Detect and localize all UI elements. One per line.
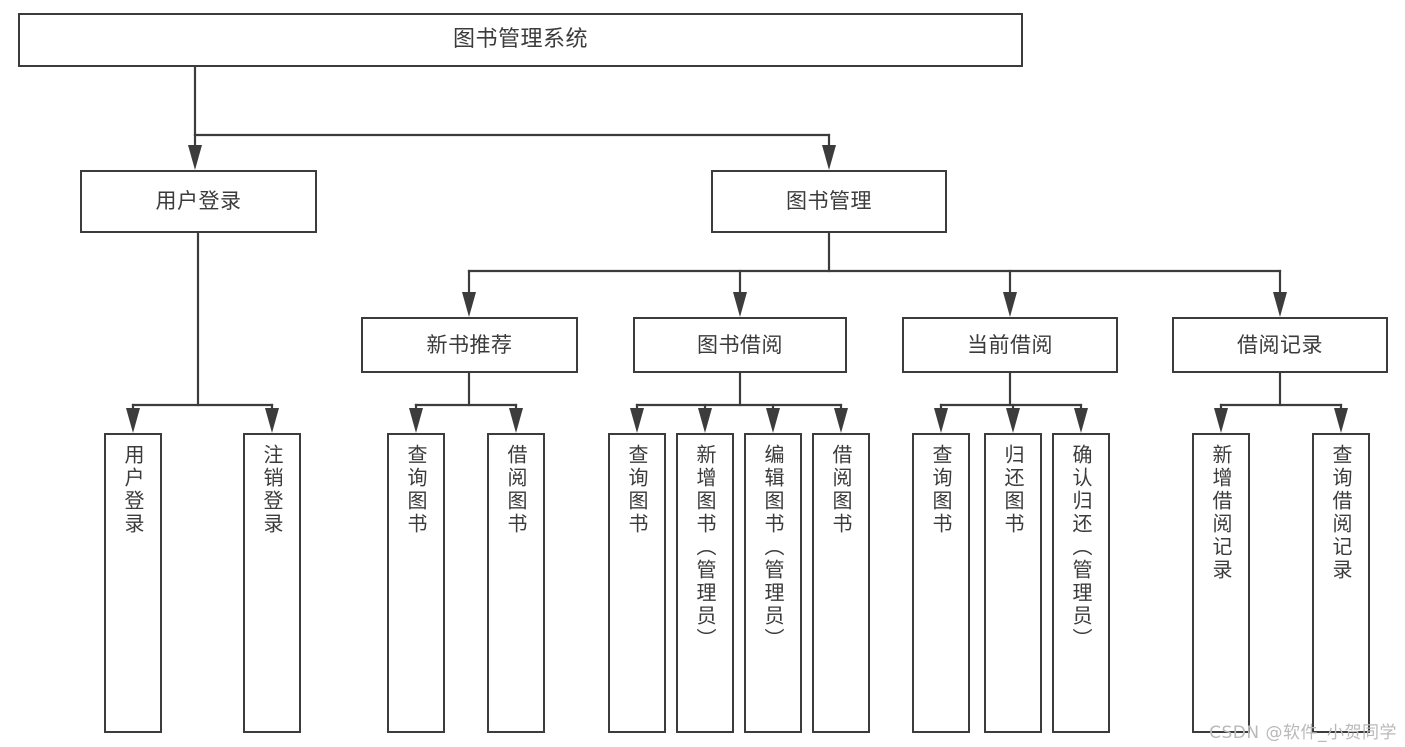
node-label-new-book-rec: 新书推荐 bbox=[426, 332, 513, 357]
connector-arrowhead-currentborrow-to-leaves-1 bbox=[1006, 408, 1020, 433]
node-new-book-rec[interactable]: 新书推荐 bbox=[361, 317, 578, 373]
node-label-leaf-edit-book: 编辑图书（管理员） bbox=[761, 444, 785, 651]
node-label-user-login: 用户登录 bbox=[155, 189, 242, 214]
node-label-leaf-user-login: 用户登录 bbox=[121, 444, 145, 536]
node-leaf-add-record[interactable]: 新增借阅记录 bbox=[1192, 433, 1250, 733]
node-label-leaf-add-record: 新增借阅记录 bbox=[1209, 444, 1233, 582]
node-label-leaf-query-book-1: 查询图书 bbox=[404, 444, 428, 536]
connector-arrowhead-bookborrow-to-leaves-1 bbox=[698, 408, 712, 433]
node-label-leaf-user-logout: 注销登录 bbox=[260, 444, 284, 536]
node-leaf-user-logout[interactable]: 注销登录 bbox=[243, 433, 301, 733]
connector-arrowhead-bookborrow-to-leaves-3 bbox=[834, 408, 848, 433]
connector-arrowhead-bookmanage-to-level2-2 bbox=[1003, 292, 1017, 317]
node-leaf-confirm-ret[interactable]: 确认归还（管理员） bbox=[1052, 433, 1110, 733]
node-leaf-user-login[interactable]: 用户登录 bbox=[104, 433, 162, 733]
node-leaf-add-book[interactable]: 新增图书（管理员） bbox=[676, 433, 734, 733]
node-label-leaf-borrow-book-2: 借阅图书 bbox=[829, 444, 853, 536]
node-leaf-borrow-book-1[interactable]: 借阅图书 bbox=[487, 433, 545, 733]
connector-arrowhead-bookmanage-to-level2-0 bbox=[462, 292, 476, 317]
node-root[interactable]: 图书管理系统 bbox=[18, 13, 1023, 67]
node-leaf-query-book-2[interactable]: 查询图书 bbox=[608, 433, 666, 733]
connector-arrowhead-newbook-to-leaves-0 bbox=[409, 408, 423, 433]
watermark: CSDN @软件_小贺同学 bbox=[1209, 723, 1397, 743]
connector-arrowhead-borrowrecord-to-leaves-0 bbox=[1214, 408, 1228, 433]
connector-arrowhead-userlogin-to-leaves-1 bbox=[265, 408, 279, 433]
node-label-borrow-record: 借阅记录 bbox=[1237, 332, 1323, 357]
node-label-book-manage: 图书管理 bbox=[786, 189, 872, 214]
node-borrow-record[interactable]: 借阅记录 bbox=[1172, 317, 1388, 373]
connector-arrowhead-currentborrow-to-leaves-2 bbox=[1074, 408, 1088, 433]
connector-arrowhead-currentborrow-to-leaves-0 bbox=[934, 408, 948, 433]
node-current-borrow[interactable]: 当前借阅 bbox=[902, 317, 1118, 373]
node-leaf-edit-book[interactable]: 编辑图书（管理员） bbox=[744, 433, 802, 733]
node-label-book-borrow: 图书借阅 bbox=[697, 332, 783, 357]
node-user-login[interactable]: 用户登录 bbox=[80, 170, 317, 233]
node-label-leaf-borrow-book-1: 借阅图书 bbox=[504, 444, 528, 536]
connector-arrowhead-root-to-level1-1 bbox=[822, 145, 836, 170]
node-leaf-query-record[interactable]: 查询借阅记录 bbox=[1312, 433, 1370, 733]
connector-arrowhead-borrowrecord-to-leaves-1 bbox=[1334, 408, 1348, 433]
node-book-borrow[interactable]: 图书借阅 bbox=[633, 317, 847, 373]
node-label-leaf-add-book: 新增图书（管理员） bbox=[693, 444, 717, 651]
node-label-leaf-confirm-ret: 确认归还（管理员） bbox=[1069, 444, 1093, 651]
node-label-leaf-query-record: 查询借阅记录 bbox=[1329, 444, 1353, 582]
node-book-manage[interactable]: 图书管理 bbox=[711, 170, 947, 233]
connector-arrowhead-bookmanage-to-level2-3 bbox=[1273, 292, 1287, 317]
connector-arrowhead-newbook-to-leaves-1 bbox=[509, 408, 523, 433]
connector-arrowhead-bookborrow-to-leaves-2 bbox=[766, 408, 780, 433]
node-leaf-query-book-1[interactable]: 查询图书 bbox=[387, 433, 445, 733]
node-label-leaf-return-book: 归还图书 bbox=[1001, 444, 1025, 536]
connector-arrowhead-root-to-level1-0 bbox=[188, 145, 202, 170]
node-leaf-return-book[interactable]: 归还图书 bbox=[984, 433, 1042, 733]
connector-arrowhead-bookmanage-to-level2-1 bbox=[733, 292, 747, 317]
node-label-leaf-query-book-2: 查询图书 bbox=[625, 444, 649, 536]
node-leaf-query-book-3[interactable]: 查询图书 bbox=[912, 433, 970, 733]
connector-arrowhead-userlogin-to-leaves-0 bbox=[126, 408, 140, 433]
node-label-current-borrow: 当前借阅 bbox=[967, 332, 1053, 357]
node-label-root: 图书管理系统 bbox=[452, 27, 588, 53]
connector-arrowhead-bookborrow-to-leaves-0 bbox=[630, 408, 644, 433]
node-label-leaf-query-book-3: 查询图书 bbox=[929, 444, 953, 536]
node-leaf-borrow-book-2[interactable]: 借阅图书 bbox=[812, 433, 870, 733]
